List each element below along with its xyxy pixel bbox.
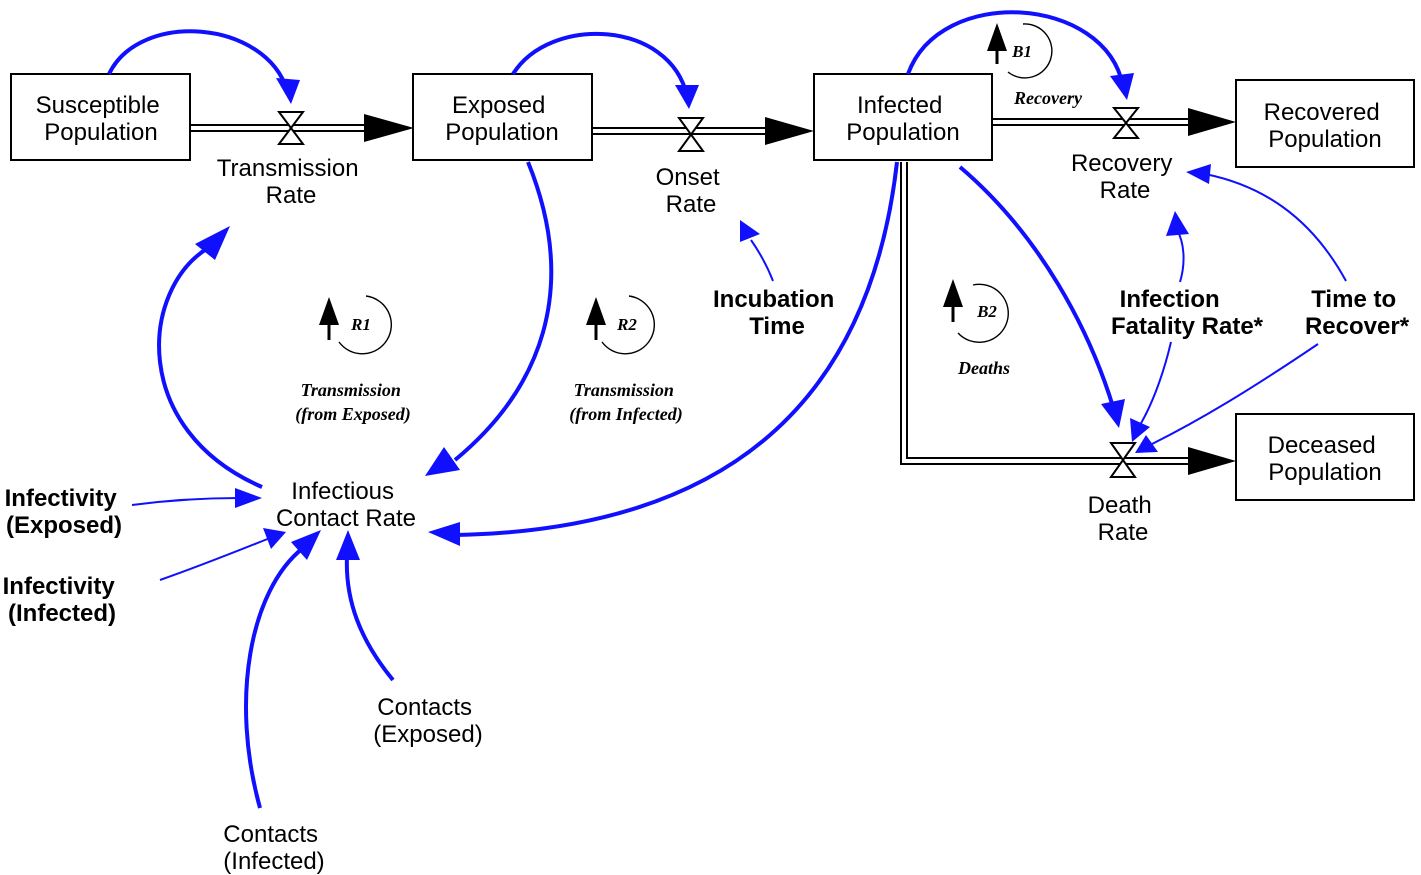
flow-pipe-onset xyxy=(592,117,814,145)
onset-valve-icon xyxy=(677,117,705,152)
stock-susceptible-label: Susceptible Population xyxy=(36,92,167,146)
stock-deceased-label: Deceased Population xyxy=(1268,432,1383,486)
time-to-recover-label: Time to Recover* xyxy=(1305,286,1410,340)
incubation-time-label: Incubation Time xyxy=(713,286,841,340)
contacts-infected-label: Contacts (Infected) xyxy=(223,821,324,875)
loop-b1-id: B1 xyxy=(1011,42,1032,61)
loop-b2-id: B2 xyxy=(976,302,997,321)
loop-b1-marker xyxy=(987,23,1053,79)
infection-fatality-rate-label: Infection Fatality Rate* xyxy=(1111,286,1264,340)
flow-death-label: Death Rate xyxy=(1088,492,1159,546)
loop-r1-marker xyxy=(319,295,392,355)
death-valve-icon xyxy=(1109,442,1137,478)
loop-r2-id: R2 xyxy=(616,315,637,334)
loop-r1-id: R1 xyxy=(350,315,371,334)
causal-links xyxy=(107,10,1347,809)
loop-r1-name: Transmission (from Exposed) xyxy=(295,380,411,425)
infectivity-infected-label: Infectivity (Infected) xyxy=(3,573,122,627)
recovery-valve-icon xyxy=(1111,107,1141,139)
infected-population-box xyxy=(813,73,993,161)
stock-recovered-label: Recovered Population xyxy=(1264,99,1387,153)
loop-b1-name: Recovery xyxy=(1013,88,1083,108)
infectivity-exposed-label: Infectivity (Exposed) xyxy=(5,485,124,539)
deceased-population-box xyxy=(1235,413,1415,501)
flow-onset-label: Onset Rate xyxy=(656,164,727,218)
flow-recovery-label: Recovery Rate xyxy=(1071,150,1179,204)
loop-r2-name: Transmission (from Infected) xyxy=(569,380,682,425)
exposed-population-box xyxy=(412,73,593,161)
flow-pipe-death xyxy=(900,162,1236,475)
recovered-population-box xyxy=(1235,79,1415,168)
contacts-exposed-label: Contacts (Exposed) xyxy=(373,694,482,748)
flow-pipe-recovery xyxy=(992,108,1236,136)
loop-b2-marker xyxy=(943,279,1009,343)
loop-r2-marker xyxy=(586,295,655,355)
susceptible-population-box xyxy=(10,73,191,161)
flow-transmission-label: Transmission Rate xyxy=(217,155,365,209)
loop-b2-name: Deaths xyxy=(957,358,1010,378)
stock-exposed-label: Exposed Population xyxy=(445,92,558,146)
flow-pipe-transmission xyxy=(190,114,414,142)
stock-infected-label: Infected Population xyxy=(846,92,959,146)
infectious-contact-rate-label: Infectious Contact Rate xyxy=(276,478,416,532)
transmission-valve-icon xyxy=(277,111,305,145)
